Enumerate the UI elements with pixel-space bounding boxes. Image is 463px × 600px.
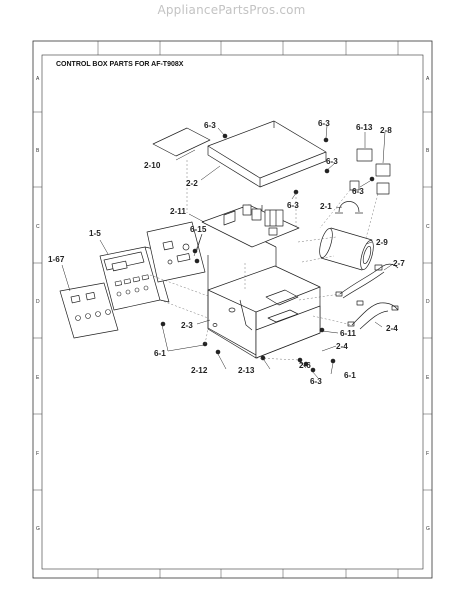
callout-6-3: 6-3 xyxy=(204,121,216,130)
callout-6-1: 6-1 xyxy=(154,349,166,358)
grid-letter-left: E xyxy=(36,375,40,381)
grid-letter-left: C xyxy=(36,224,40,230)
membrane-1-67 xyxy=(59,282,119,339)
screw-markers xyxy=(160,133,375,373)
callout-6-13: 6-13 xyxy=(356,123,373,132)
grid-letter-left: A xyxy=(36,76,40,82)
callout-6-3: 6-3 xyxy=(318,119,330,128)
insulation-sheet-2-10 xyxy=(152,127,211,157)
wire-harness-2-4 xyxy=(347,300,399,330)
callout-2-6: 2-6 xyxy=(299,361,311,370)
callout-2-9: 2-9 xyxy=(376,238,388,247)
callout-2-2: 2-2 xyxy=(186,179,198,188)
leader-lines xyxy=(61,125,394,379)
callout-2-4: 2-4 xyxy=(386,324,398,333)
callout-1-5: 1-5 xyxy=(89,229,101,238)
top-cover-2-2 xyxy=(207,120,327,188)
callout-6-3: 6-3 xyxy=(310,377,322,386)
callout-labels: 6-3 6-3 6-13 2-8 2-10 6-3 2-2 6-3 6-3 2-… xyxy=(48,119,405,386)
callout-2-10: 2-10 xyxy=(144,161,161,170)
callout-6-3: 6-3 xyxy=(352,187,364,196)
callout-1-67: 1-67 xyxy=(48,255,65,264)
assembly-lines xyxy=(149,160,379,361)
wire-harness-2-7 xyxy=(335,263,399,299)
frame-ticks xyxy=(33,41,432,578)
callout-2-11: 2-11 xyxy=(170,207,186,216)
callout-2-8: 2-8 xyxy=(380,126,392,135)
grid-letter-left: B xyxy=(36,148,40,154)
grid-letter-left: G xyxy=(36,526,40,532)
outer-frame xyxy=(32,40,433,579)
control-box-body-2-3 xyxy=(207,255,321,359)
callout-6-15: 6-15 xyxy=(190,225,207,234)
callout-2-3: 2-3 xyxy=(181,321,193,330)
site-watermark: AppliancePartsPros.com xyxy=(157,3,306,17)
relay-2-8 xyxy=(375,163,391,195)
callout-2-4: 2-4 xyxy=(336,342,348,351)
callout-2-12: 2-12 xyxy=(191,366,208,375)
grid-letter-right: C xyxy=(426,224,430,230)
inner-frame xyxy=(41,54,424,570)
control-panel-1-5 xyxy=(99,246,170,311)
grid-letter-right: F xyxy=(426,451,429,457)
grid-letter-left: F xyxy=(36,451,39,457)
capacitor-2-9 xyxy=(319,227,374,271)
callout-6-1: 6-1 xyxy=(344,371,356,380)
diagram-title: CONTROL BOX PARTS FOR AF-T908X xyxy=(56,61,184,68)
grid-letter-right: E xyxy=(426,375,430,381)
control-pcb-6-15 xyxy=(146,221,206,283)
callout-6-3: 6-3 xyxy=(326,157,338,166)
callout-2-1: 2-1 xyxy=(320,202,332,211)
grid-letter-right: B xyxy=(426,148,430,154)
capacitor-clamp-2-1 xyxy=(335,201,363,214)
callout-2-13: 2-13 xyxy=(238,366,255,375)
power-board-2-11 xyxy=(201,204,300,248)
callout-2-7: 2-7 xyxy=(393,259,405,268)
callout-6-11: 6-11 xyxy=(340,329,356,338)
grid-letter-right: D xyxy=(426,299,430,305)
relay-6-13 xyxy=(349,148,373,191)
grid-letter-left: D xyxy=(36,299,40,305)
grid-letter-right: G xyxy=(426,526,430,532)
grid-letter-right: A xyxy=(426,76,430,82)
callout-6-3: 6-3 xyxy=(287,201,299,210)
